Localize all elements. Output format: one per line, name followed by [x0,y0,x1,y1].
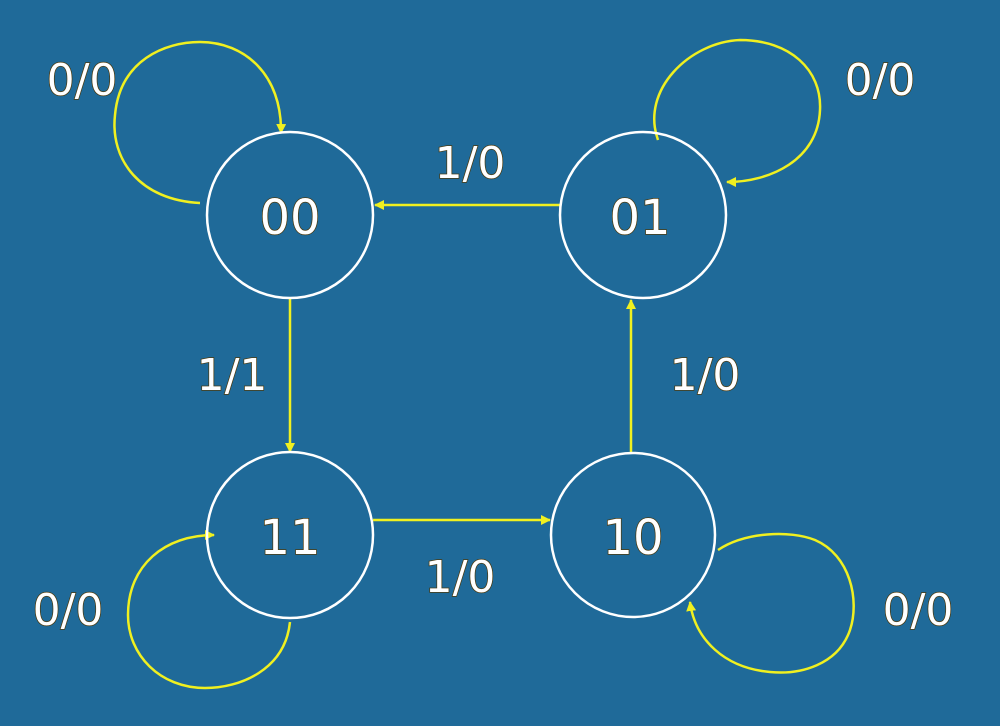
transition-label: 1/0 [670,350,741,401]
transition-label: 0/0 [883,585,954,636]
state-11: 11 [205,450,375,620]
self-loop-10 [686,532,855,674]
self-loop-01 [653,38,822,187]
self-loop-11 [126,530,292,690]
transition-label: 0/0 [33,585,104,636]
transition-label: 1/0 [425,552,496,603]
state-label: 11 [259,510,320,566]
transition-label: 1/0 [435,138,506,189]
state-10: 10 [549,451,717,619]
self-loop-00 [113,40,287,205]
state-label: 00 [259,190,320,246]
state-label: 01 [609,190,670,246]
state-01: 01 [558,130,728,300]
state-label: 10 [602,510,663,566]
transition-label: 0/0 [845,55,916,106]
state-00: 00 [205,130,375,300]
transition-label: 1/1 [197,350,268,401]
transition-label: 0/0 [47,55,118,106]
